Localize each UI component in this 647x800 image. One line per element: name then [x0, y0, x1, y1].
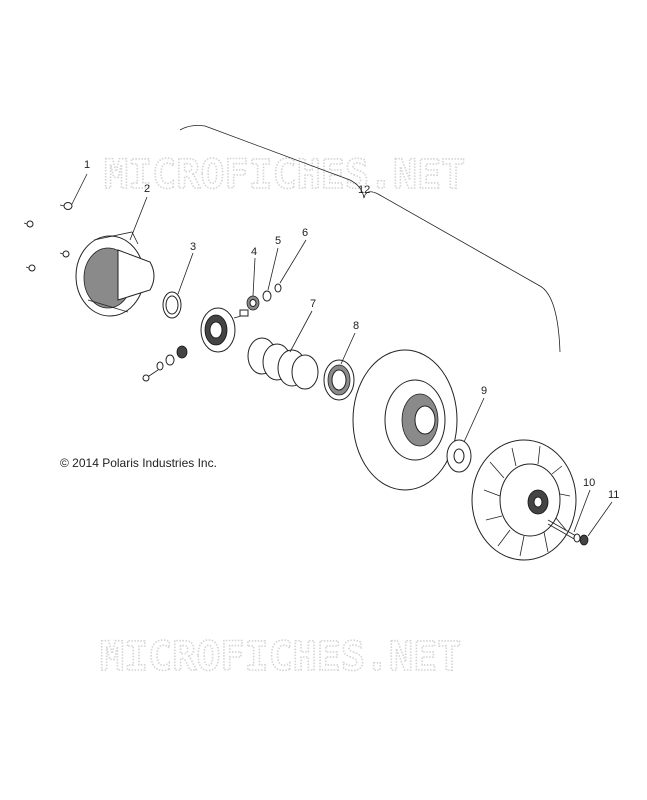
callout-10: 10 — [583, 477, 595, 489]
callout-4: 4 — [251, 246, 257, 258]
watermark-top: MICROFICHES.NET — [104, 152, 465, 198]
callout-12: 12 — [358, 184, 370, 196]
part-11-nut — [579, 534, 589, 546]
copyright-notice: © 2014 Polaris Industries Inc. — [60, 456, 217, 470]
callout-2: 2 — [144, 183, 150, 195]
callout-7: 7 — [310, 298, 316, 310]
part-2-cover — [75, 231, 155, 317]
part-1-screws — [23, 202, 73, 272]
callout-9: 9 — [481, 385, 487, 397]
fixed-sheave — [471, 439, 577, 561]
callout-8: 8 — [353, 320, 359, 332]
part-9-washer — [446, 439, 472, 473]
callout-6: 6 — [302, 227, 308, 239]
part-7-spring — [247, 337, 319, 390]
sheave-disc — [352, 349, 458, 491]
callout-5: 5 — [275, 235, 281, 247]
part-3-ring — [162, 291, 182, 319]
lower-fastener-chain — [142, 345, 188, 382]
part-5-washer — [262, 290, 272, 302]
hub-assembly — [200, 307, 249, 353]
callout-3: 3 — [190, 241, 196, 253]
leader-lines — [71, 173, 613, 537]
watermark-bottom: MICROFICHES.NET — [100, 634, 461, 680]
callout-11: 11 — [608, 489, 619, 501]
callout-1: 1 — [84, 159, 90, 171]
part-4-bushing — [246, 295, 260, 311]
part-6-nut — [274, 283, 282, 293]
assembly-bracket — [179, 125, 561, 353]
part-8-seal — [323, 359, 355, 401]
callouts: 1 2 3 4 5 6 7 8 9 10 11 12 — [84, 159, 619, 501]
